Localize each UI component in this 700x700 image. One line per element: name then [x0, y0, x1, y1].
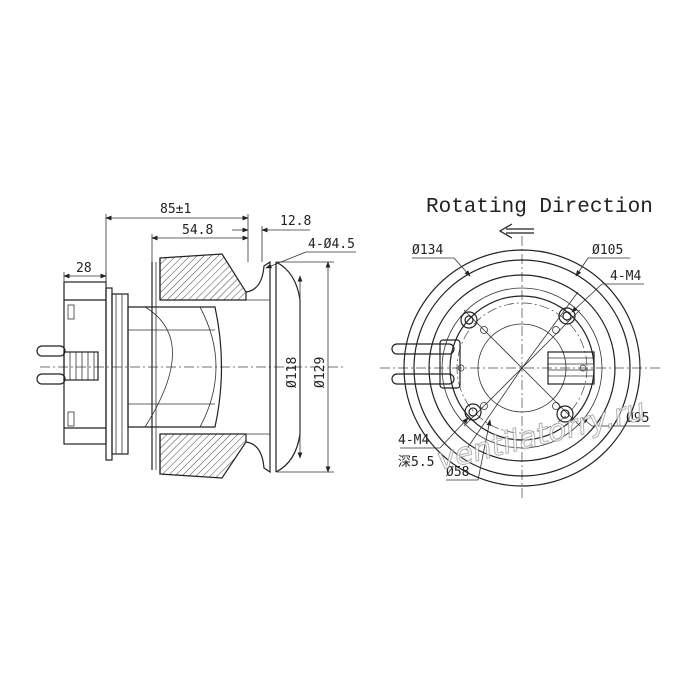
- dim-flange-label: 12.8: [280, 214, 311, 229]
- outer-ring: [403, 249, 641, 487]
- dim-d95-label: Ø95: [626, 411, 649, 426]
- dim-holes-label: 4-Ø4.5: [308, 237, 355, 252]
- dim-depth-label: 深5.5: [398, 455, 434, 470]
- mounting-screw-br: [556, 405, 574, 423]
- watermark-text: ventilatorry.ru: [433, 392, 648, 478]
- dim-body: 54.8: [151, 223, 249, 262]
- front-view: Rotating Direction: [380, 196, 660, 500]
- dim-d105-label: Ø105: [592, 243, 623, 258]
- dim-d129-label: Ø129: [313, 357, 328, 388]
- side-view: 85±1 54.8 12.8 4-Ø4.5 28: [36, 202, 356, 479]
- connector-pins: [36, 345, 99, 385]
- connector-cables: [391, 339, 461, 389]
- dim-diameters: Ø118 Ø129: [276, 261, 334, 473]
- mounting-screw-bl: [464, 403, 482, 421]
- dim-connector-label: 28: [76, 261, 92, 276]
- motor-rear-housing: [63, 281, 129, 461]
- dim-d95: Ø95: [581, 411, 650, 427]
- dim-connector: 28: [63, 261, 107, 288]
- dim-m4-top: 4-M4: [571, 269, 644, 313]
- mounting-screw-tr: [558, 307, 576, 325]
- dim-m4-bottom: 4-M4 深5.5: [398, 417, 469, 470]
- terminal-block: [547, 351, 595, 385]
- dim-d134-label: Ø134: [412, 243, 443, 258]
- left-arrow-icon: [498, 223, 534, 239]
- mounting-screw-tl: [460, 311, 478, 329]
- dim-holes: 4-Ø4.5: [265, 237, 356, 269]
- dim-d118-label: Ø118: [285, 357, 300, 388]
- dim-body-label: 54.8: [182, 223, 213, 238]
- dim-overall-label: 85±1: [160, 202, 191, 217]
- dim-m4-bottom-label: 4-M4: [398, 433, 429, 448]
- dim-d58: Ø58: [446, 419, 492, 481]
- dim-d134: Ø134: [412, 243, 471, 277]
- dim-d105: Ø105: [575, 243, 630, 277]
- impeller-blades: [151, 253, 247, 479]
- rotating-direction-title: Rotating Direction: [426, 196, 653, 219]
- dim-m4-top-label: 4-M4: [610, 269, 641, 284]
- dim-d58-label: Ø58: [446, 465, 469, 480]
- dim-flange: 12.8: [232, 214, 311, 262]
